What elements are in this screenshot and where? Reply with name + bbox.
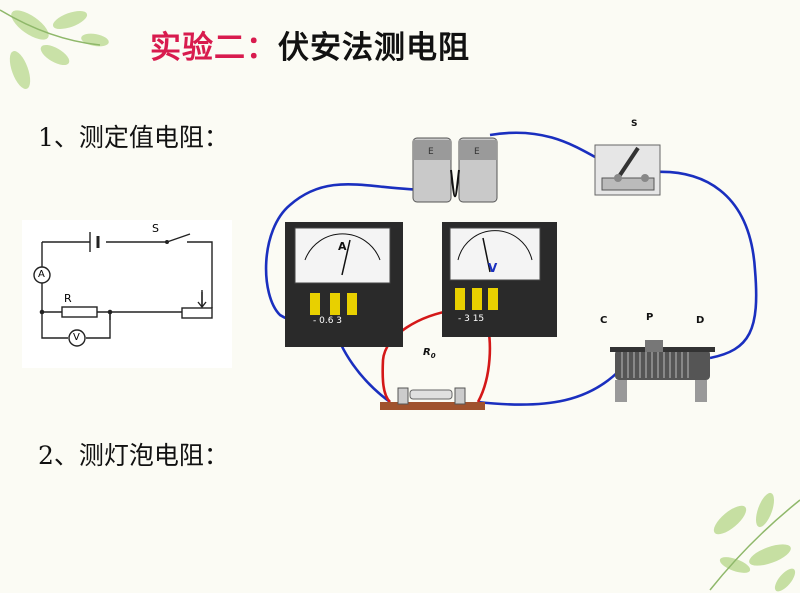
schematic-voltmeter-symbol: V	[73, 332, 80, 343]
voltmeter-letter: V	[488, 261, 498, 275]
voltmeter-terminals: - 3 15	[458, 314, 484, 324]
leaf-decoration-top-left	[0, 9, 109, 89]
rheostat-p: P	[646, 312, 653, 323]
battery-pair	[412, 137, 498, 203]
switch-label: S	[631, 119, 637, 129]
knife-switch	[594, 144, 661, 196]
rheostat-d: D	[696, 315, 704, 326]
title-prefix: 实验二：	[150, 30, 278, 66]
slide-title: 实验二：伏安法测电阻	[150, 22, 470, 67]
rheostat-c: C	[600, 315, 607, 326]
item-fixed-resistor: 1、测定值电阻：	[38, 123, 229, 152]
ammeter-terminals: - 0.6 3	[313, 316, 342, 326]
rheostat	[610, 340, 715, 402]
resistor-label: R0	[423, 347, 436, 360]
leaf-decoration-bottom-right	[709, 492, 800, 592]
voltmeter	[442, 222, 557, 337]
schematic-diagram	[33, 232, 213, 347]
battery-mark-1: E	[428, 147, 434, 157]
ammeter-letter: A	[338, 240, 347, 253]
apparatus-illustration: E E S A - 0.6 3 V - 3 15 R0	[264, 119, 758, 410]
schematic-resistor-label: R	[64, 292, 72, 305]
circuit-schematic: S R A V	[22, 220, 232, 368]
schematic-ammeter-symbol: A	[38, 269, 45, 280]
ammeter	[285, 222, 403, 347]
fixed-resistor	[380, 387, 485, 410]
battery-mark-2: E	[474, 147, 480, 157]
item-lamp-resistance: 2、测灯泡电阻：	[38, 441, 229, 470]
schematic-switch-label: S	[152, 222, 159, 235]
title-main: 伏安法测电阻	[278, 30, 470, 66]
